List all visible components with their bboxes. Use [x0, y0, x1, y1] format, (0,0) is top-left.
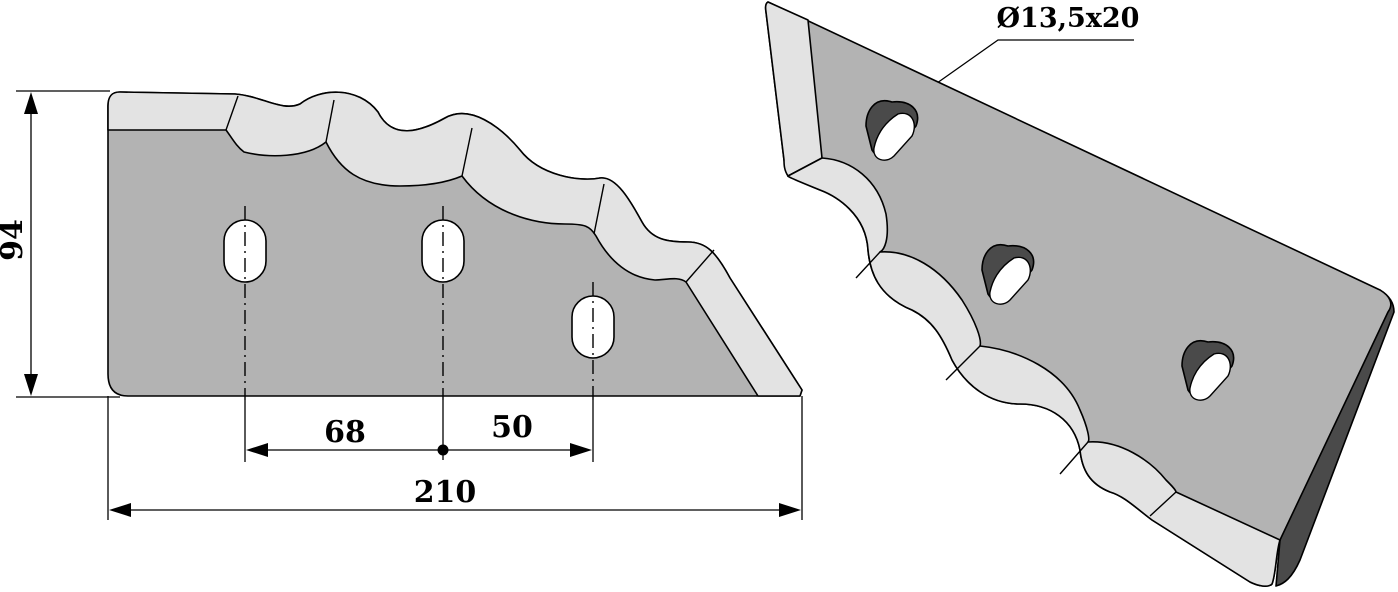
spacing-dimension-label-2: 50 [491, 410, 533, 445]
length-dimension-label: 210 [414, 475, 477, 510]
arrow-left-length [109, 503, 131, 517]
dimension-lines [16, 39, 1134, 520]
blade-front-view [107, 91, 803, 400]
arrow-right-length [779, 503, 801, 517]
slot-hole-3d-3 [1181, 339, 1235, 401]
arrow-right-spacing [570, 443, 592, 457]
slot-hole-3d-1 [865, 99, 919, 161]
blade-3d-view [764, 1, 1395, 587]
spacing-dimension-label-1: 68 [324, 415, 366, 450]
arrow-down [24, 374, 38, 396]
arrow-left-spacing [246, 443, 268, 457]
arrow-up [24, 92, 38, 114]
height-dimension-label: 94 [0, 219, 30, 261]
edge-facet-lines [225, 95, 715, 283]
slot-size-label: Ø13,5x20 [997, 3, 1140, 34]
hole-center-lines [244, 206, 594, 400]
cutting-edge [107, 91, 803, 397]
dimension-labels: 94 68 50 210 Ø13,5x20 [0, 3, 1139, 510]
spacing-datum-dot [437, 444, 449, 456]
blade-face [764, 1, 1392, 587]
wavy-edge-band [787, 157, 1281, 587]
slot-holes-3d [865, 99, 1235, 401]
3d-edge-facet-lines [855, 251, 1177, 517]
slot-hole-3d-2 [981, 243, 1035, 305]
